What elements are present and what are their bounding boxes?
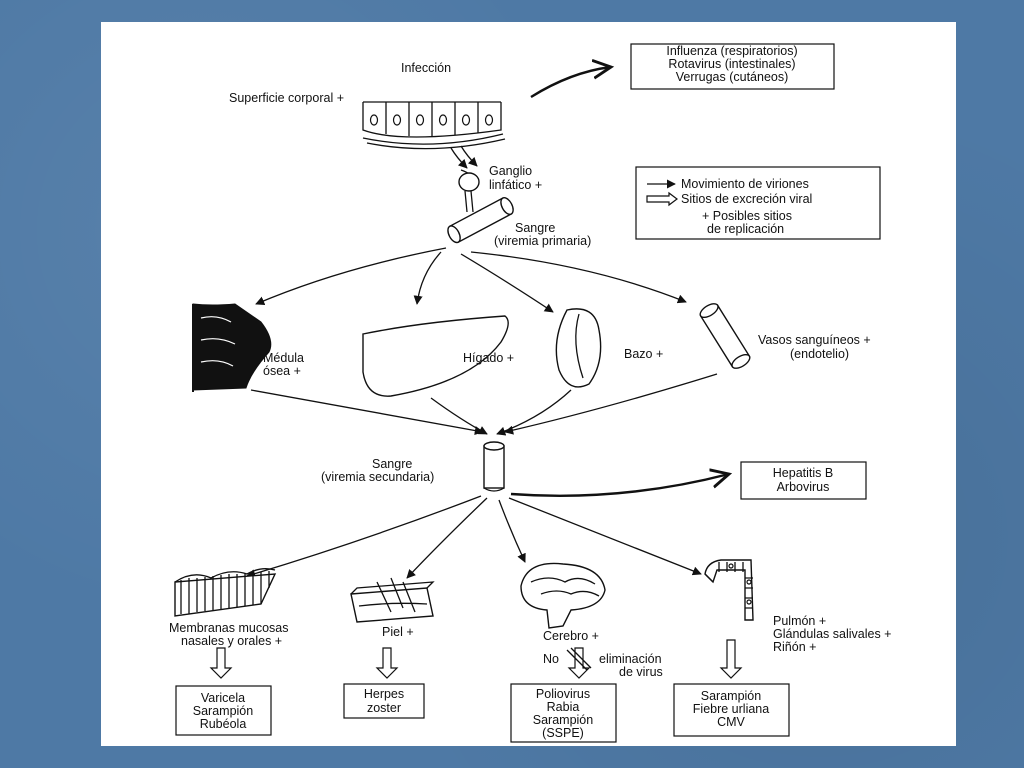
arrow-to-spleen [460, 253, 554, 313]
box-varicela: Varicela Sarampión Rubéola [175, 685, 272, 736]
down-arrow-brain [567, 647, 591, 679]
brain-illustration [520, 562, 606, 629]
arrow-to-liver [413, 251, 442, 305]
no-excretion-label-1: eliminación [599, 652, 662, 666]
top-virus-box: Influenza (respiratorios) Rotavirus (int… [630, 43, 835, 90]
no-excretion-label-2: de virus [619, 665, 663, 679]
marrow-label-2: ósea + [263, 364, 301, 378]
blood-primary-label-1: Sangre [515, 221, 555, 235]
viral-spread-figure: Infección Superficie corporal + Influenz… [101, 22, 956, 746]
top-box-line-3: Verrugas (cutáneos) [676, 70, 789, 84]
lymph-node [458, 169, 480, 213]
arrow-to-vessels [470, 251, 687, 304]
sarampion-line-1: Sarampión [701, 689, 761, 703]
spleen-label: Bazo + [624, 347, 663, 361]
spread-to-lung [508, 497, 702, 576]
bone-marrow-illustration [192, 303, 272, 392]
legend-item-1: Movimiento de viriones [681, 177, 809, 191]
herpes-line-2: zoster [367, 701, 401, 715]
hepatitis-line-1: Hepatitis B [773, 466, 833, 480]
converge-from-marrow [250, 389, 484, 436]
box-sarampion: Sarampión Fiebre urliana CMV [673, 683, 790, 737]
marrow-label-1: Médula [263, 351, 304, 365]
box-poliovirus: Poliovirus Rabia Sarampión (SSPE) [510, 683, 617, 743]
lung-label-1: Pulmón + [773, 614, 826, 628]
sarampion-line-2: Fiebre urliana [693, 702, 769, 716]
down-arrow-lung [719, 639, 743, 679]
hepatitis-line-2: Arbovirus [777, 480, 830, 494]
polio-line-2: Rabia [547, 700, 580, 714]
lung-label-2: Glándulas salivales + [773, 627, 891, 641]
mucosa-label-1: Membranas mucosas [169, 621, 289, 635]
spread-to-skin [406, 497, 488, 579]
spread-to-brain [498, 499, 526, 563]
down-arrow-skin [375, 647, 399, 679]
varicela-line-3: Rubéola [200, 717, 247, 731]
lung-illustration [704, 559, 754, 621]
to-ganglion-arrow-2 [460, 145, 478, 167]
liver-illustration [362, 315, 509, 397]
mucosa-label-2: nasales y orales + [181, 634, 282, 648]
blood-vessel-primary [447, 197, 514, 244]
vessels-label-1: Vasos sanguíneos + [758, 333, 871, 347]
infection-label: Infección [401, 61, 451, 75]
top-box-line-2: Rotavirus (intestinales) [668, 57, 795, 71]
crossed-out-mark [566, 647, 592, 671]
blood-secondary-label-2: (viremia secundaria) [321, 470, 434, 484]
arrow-to-marrow [255, 247, 447, 305]
legend-box: Movimiento de viriones Sitios de excreci… [635, 166, 881, 240]
hepatitis-box: Hepatitis B Arbovirus [740, 461, 867, 500]
polio-line-1: Poliovirus [536, 687, 590, 701]
polio-line-4: (SSPE) [542, 726, 584, 740]
liver-label: Hígado + [463, 351, 514, 365]
ganglion-label-1: Ganglio [489, 164, 532, 178]
brain-label: Cerebro + [543, 629, 599, 643]
herpes-line-1: Herpes [364, 687, 404, 701]
lung-label-3: Riñón + [773, 640, 816, 654]
box-herpes: Herpes zoster [343, 683, 425, 719]
down-arrow-mucosa [209, 647, 233, 679]
body-surface-label: Superficie corporal + [229, 91, 344, 105]
excretion-arrow-top [530, 67, 611, 99]
varicela-line-2: Sarampión [193, 704, 253, 718]
varicela-line-1: Varicela [201, 691, 245, 705]
spread-to-mucosa [246, 495, 482, 579]
converge-from-vessels [504, 373, 718, 435]
to-ganglion-arrow-1 [450, 147, 468, 169]
no-label: No [543, 652, 559, 666]
skin-label: Piel + [382, 625, 414, 639]
legend-item-3: + Posibles sitios [702, 209, 792, 223]
blood-secondary-label-1: Sangre [372, 457, 412, 471]
blood-vessel-secondary [483, 441, 505, 492]
mucosa-illustration [174, 568, 277, 617]
converge-from-spleen [496, 389, 572, 436]
legend-item-2: Sitios de excreción viral [681, 192, 812, 206]
blood-vessel-endothelium [699, 303, 751, 369]
legend-item-4: de replicación [707, 222, 784, 236]
skin-illustration [350, 577, 435, 623]
excretion-arrow-blood [510, 474, 729, 497]
spleen-illustration [555, 308, 602, 388]
epithelium-cells [362, 101, 506, 150]
viral-spread-diagram: Infección Superficie corporal + Influenz… [169, 43, 891, 743]
ganglion-label-2: linfático + [489, 178, 542, 192]
polio-line-3: Sarampión [533, 713, 593, 727]
converge-from-liver [430, 397, 488, 435]
sarampion-line-3: CMV [717, 715, 745, 729]
top-box-line-1: Influenza (respiratorios) [666, 44, 797, 58]
blood-primary-label-2: (viremia primaria) [494, 234, 591, 248]
vessels-label-2: (endotelio) [790, 347, 849, 361]
